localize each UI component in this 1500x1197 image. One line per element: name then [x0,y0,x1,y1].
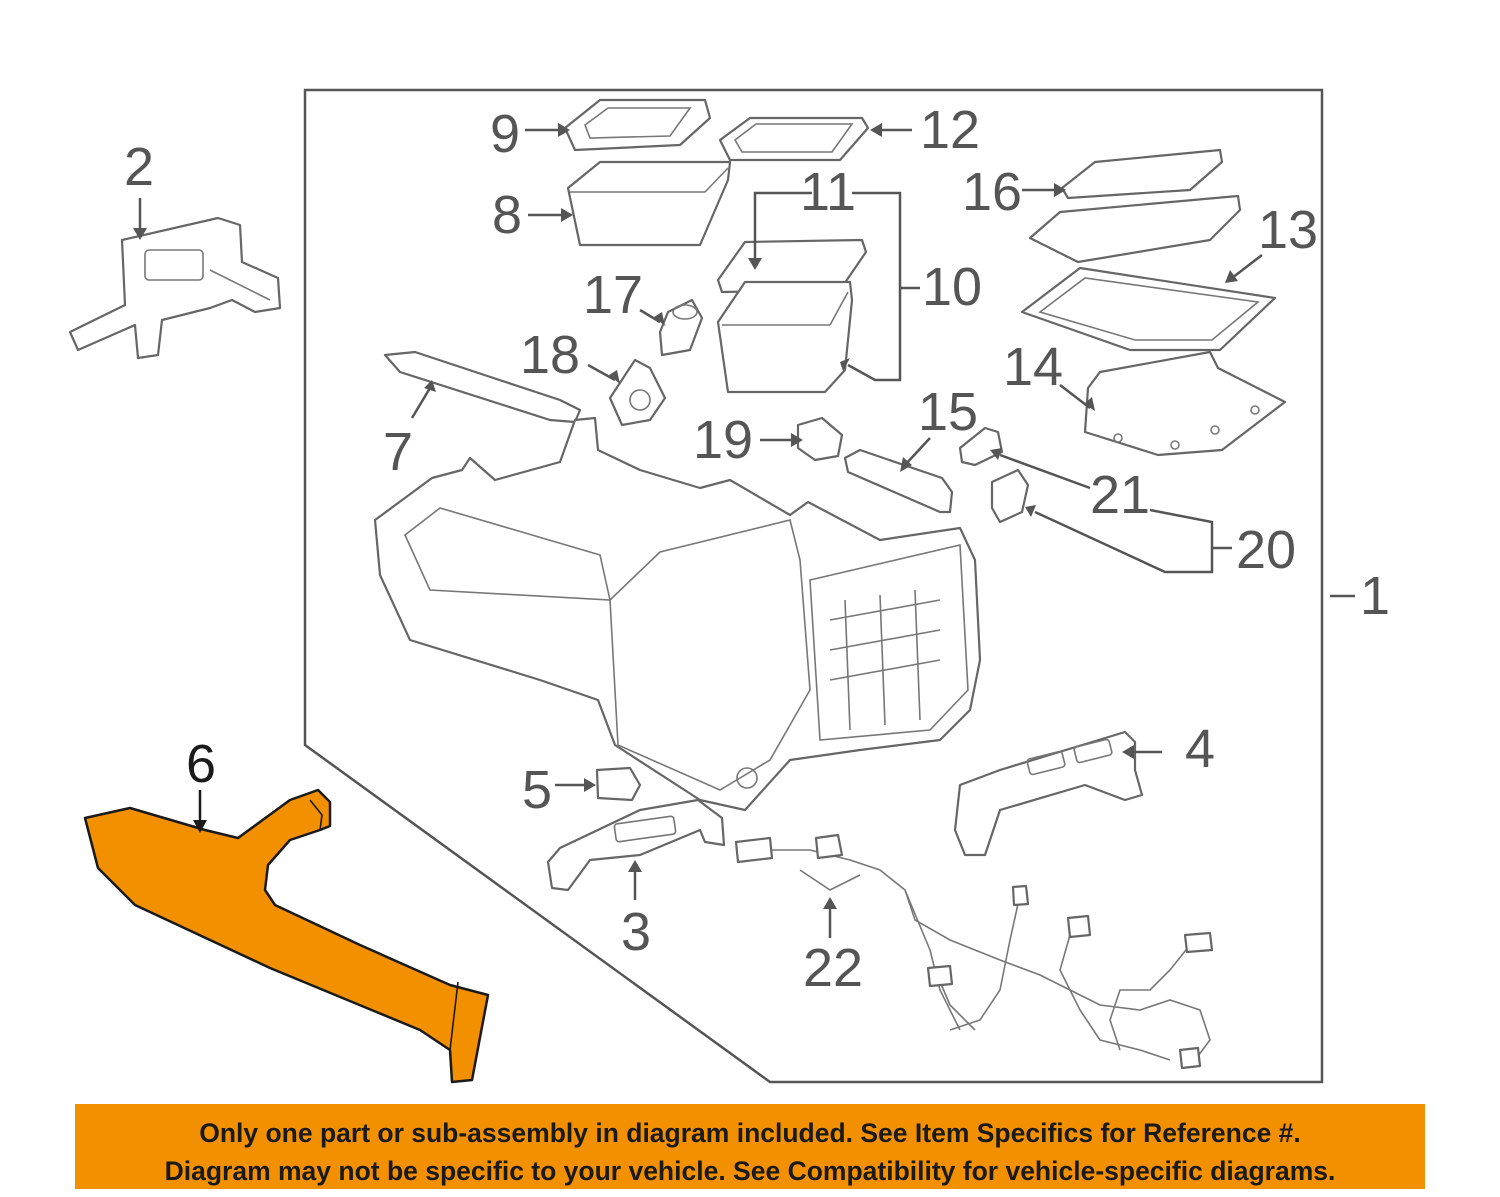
part-6-edge [309,799,459,1051]
part-8-bin [566,160,732,247]
part-5-clip [595,766,642,802]
callout-10: 10 [922,257,982,317]
part-20-switch [990,468,1030,524]
part-7-trim [383,350,582,424]
callout-3: 3 [621,902,651,962]
callout-20: 20 [1236,520,1296,580]
part-12-mat [718,116,870,162]
callout-1: 1 [1360,566,1390,626]
part-18-outlet [608,358,667,427]
leader-lines [133,123,1355,938]
part-2-bracket [68,216,282,360]
part-21-button [958,426,1004,467]
callout-2: 2 [124,137,154,197]
part-3-bracket [546,798,726,892]
assembly-frame [303,88,1324,1084]
part-6-highlighted-trim [83,788,490,1084]
part-10-bin [716,280,854,394]
callout-8: 8 [492,185,522,245]
callout-21: 21 [1090,465,1150,525]
disclaimer-line-2: Diagram may not be specific to your vehi… [164,1156,1336,1186]
part-4-bracket [953,730,1144,857]
callout-22: 22 [803,938,863,998]
callout-16: 16 [962,162,1022,222]
callout-17: 17 [583,265,643,325]
disclaimer-banner: Only one part or sub-assembly in diagram… [75,1104,1425,1189]
parts-diagram: 1 2 3 4 5 6 7 8 9 10 11 12 13 14 15 16 1… [68,88,1390,1084]
part-13-tray [1028,194,1242,264]
part-14-lid [1083,350,1287,457]
callout-15: 15 [918,382,978,442]
callout-7: 7 [383,422,413,482]
part-13-mat [1020,266,1277,352]
callout-14: 14 [1003,337,1063,397]
callout-5: 5 [522,760,552,820]
callout-9: 9 [490,104,520,164]
part-22-harness [734,833,1214,1070]
part-17-port [658,298,704,357]
callout-13: 13 [1258,200,1318,260]
part-16-tray [1060,148,1224,200]
callout-18: 18 [520,325,580,385]
callout-6: 6 [186,734,216,794]
disclaimer-line-1: Only one part or sub-assembly in diagram… [199,1118,1301,1148]
callout-12: 12 [920,100,980,160]
part-15-trim [843,448,954,514]
callout-4: 4 [1185,719,1215,779]
part-9-bezel [563,98,712,152]
callout-11: 11 [800,162,856,222]
part-19-switch [796,416,844,462]
console-housing [373,416,982,812]
callout-19: 19 [693,410,753,470]
